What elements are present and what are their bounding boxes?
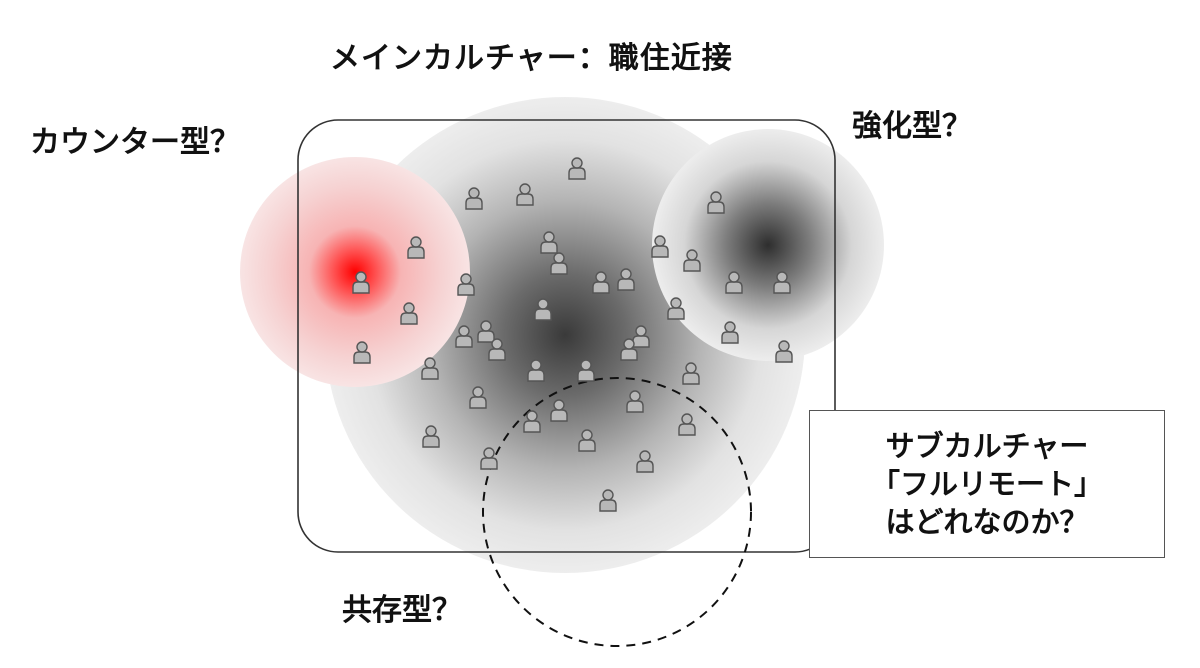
coexist-dashed-circle — [482, 377, 752, 647]
reinforce-culture-area — [652, 129, 884, 361]
society-frame — [297, 119, 836, 553]
coexist-type-label: 共存型？ — [342, 593, 462, 628]
subculture-question-box: サブカルチャー 「フルリモート」 はどれなのか？ — [809, 410, 1165, 558]
reinforce-type-label: 強化型？ — [852, 109, 972, 144]
diagram-title: メインカルチャー：職住近接 — [330, 41, 733, 76]
question-line-1: サブカルチャー — [885, 428, 1089, 463]
counter-type-label: カウンター型？ — [30, 125, 240, 160]
question-line-3: はどれなのか？ — [885, 505, 1089, 540]
question-line-2: 「フルリモート」 — [870, 466, 1103, 501]
